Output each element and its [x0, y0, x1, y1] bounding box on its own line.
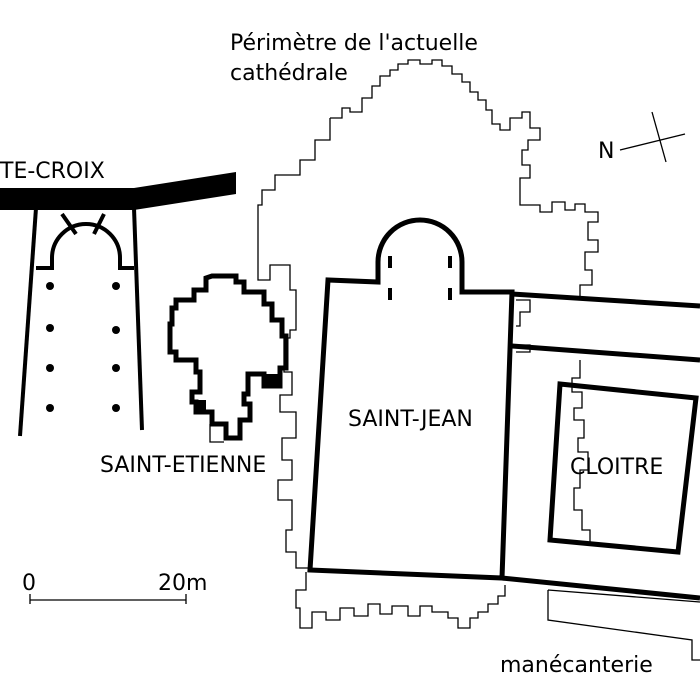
scale-bar: 0 20m: [22, 571, 207, 604]
saint-etienne-pier: [196, 400, 206, 414]
north-arrow-icon: N: [598, 111, 686, 164]
apse-pillar: [388, 288, 392, 300]
column-dot: [46, 282, 54, 290]
sainte-croix-wall: [0, 172, 236, 210]
column-dot: [112, 326, 120, 334]
sainte-croix-label: TE-CROIX: [0, 159, 105, 184]
column-dot: [46, 324, 54, 332]
scale-start-label: 0: [22, 571, 36, 596]
saint-etienne-label: SAINT-ETIENNE: [100, 453, 266, 478]
manecanterie-label: manécanterie: [500, 653, 653, 678]
sainte-croix-plan: [18, 207, 144, 437]
saint-jean-plan: [307, 217, 515, 581]
column-dot: [112, 364, 120, 372]
saint-etienne-pier: [264, 374, 278, 388]
sainte-croix-columns: [46, 282, 120, 412]
column-dot: [46, 404, 54, 412]
column-dot: [112, 404, 120, 412]
saint-jean-label: SAINT-JEAN: [348, 407, 473, 432]
apse-pillar: [448, 256, 452, 268]
perimeter-label-line2: cathédrale: [230, 61, 348, 86]
perimeter-label-line1: Périmètre de l'actuelle: [230, 31, 478, 56]
north-label: N: [598, 139, 614, 164]
column-dot: [46, 364, 54, 372]
apse-pillar: [448, 288, 452, 300]
saint-etienne-plan: [167, 273, 289, 443]
apse-pillar: [388, 256, 392, 268]
cloitre-plan: [501, 291, 700, 601]
cloitre-label: CLOITRE: [570, 455, 663, 480]
column-dot: [112, 282, 120, 290]
scale-end-label: 20m: [158, 571, 207, 596]
